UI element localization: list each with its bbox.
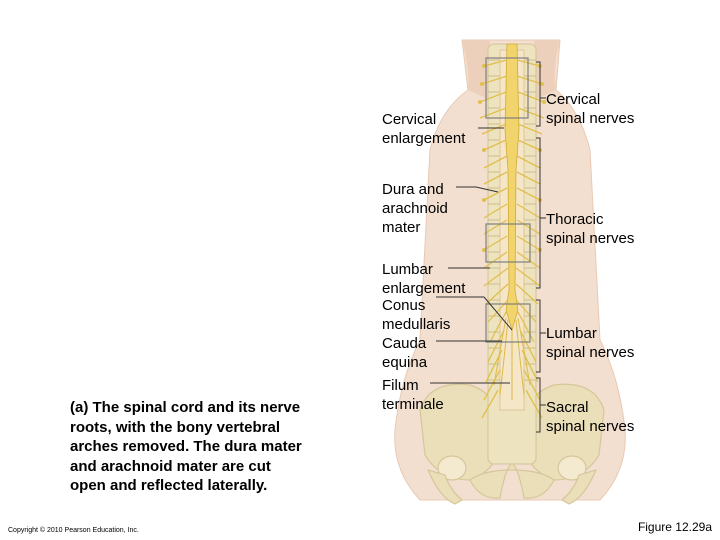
label-dura-arachnoid: Dura and arachnoid mater <box>382 181 448 236</box>
copyright-notice: Copyright © 2010 Pearson Education, Inc. <box>8 527 139 534</box>
highlight-boxes <box>485 57 531 343</box>
spinal-cord <box>504 43 520 332</box>
caption-tag: (a) <box>70 399 89 416</box>
figure-number: Figure 12.29a <box>637 520 712 534</box>
figure-caption: (a) The spinal cord and its nerve roots,… <box>70 398 390 496</box>
label-filum-terminale: Filum terminale <box>382 377 444 413</box>
label-cauda-equina: Cauda equina <box>382 335 428 371</box>
label-thoracic-spinal-nerves: Thoracic spinal nerves <box>546 211 635 247</box>
label-lumbar-enlargement: Lumbar enlargement <box>382 261 466 297</box>
spinal-nerves <box>479 59 545 419</box>
pelvis <box>419 383 605 505</box>
leader-lines <box>430 127 513 384</box>
label-sacral-spinal-nerves: Sacral spinal nerves <box>546 399 635 435</box>
region-brackets <box>536 61 546 433</box>
label-lumbar-spinal-nerves: Lumbar spinal nerves <box>546 325 635 361</box>
label-conus-medullaris: Conus medullaris <box>382 297 451 333</box>
label-cervical-spinal-nerves: Cervical spinal nerves <box>546 91 635 127</box>
caption-text: The spinal cord and its nerve roots, wit… <box>70 399 302 494</box>
label-cervical-enlargement: Cervical enlargement <box>382 111 466 147</box>
